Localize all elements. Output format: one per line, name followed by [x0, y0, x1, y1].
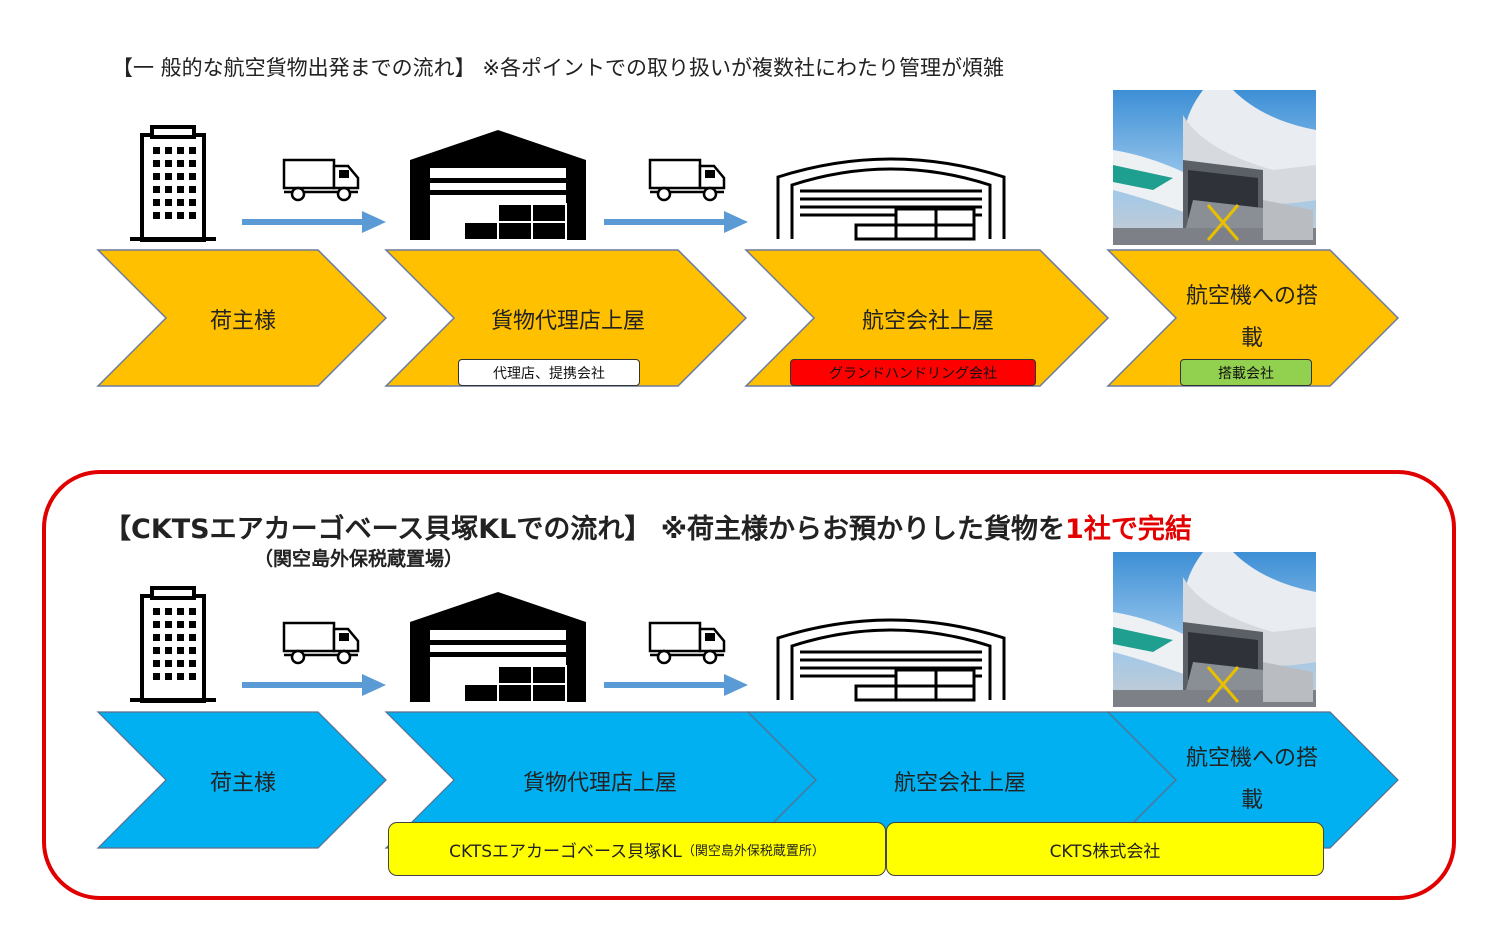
stage-label-shipper: 荷主様 [209, 309, 276, 334]
stage2-label-shipper: 荷主様 [209, 771, 276, 796]
chevron-aircraft [1106, 249, 1400, 387]
tag-loading: 搭載会社 [1180, 359, 1312, 386]
office-building-icon [128, 125, 218, 243]
highlight-frame [42, 470, 1456, 900]
section2-subtitle: （関空島外保税蔵置場） [254, 548, 464, 570]
tag-forwarder: 代理店、提携会社 [458, 359, 640, 386]
delivery-truck-icon [648, 158, 726, 202]
chevron-shipper [96, 249, 388, 387]
stage2-label-aircraft: 航空機への搭載 [1185, 746, 1318, 813]
warehouse-icon [409, 129, 587, 241]
chevron-forwarder [384, 249, 748, 387]
stage2-label-airline: 航空会社上屋 [893, 771, 1026, 796]
cargo-airplane-photo [1111, 88, 1318, 247]
chevron-airline [744, 249, 1110, 387]
chevron2-shipper [96, 711, 387, 849]
section2-title: 【CKTSエアカーゴベース貝塚KLでの流れ】 ※荷主様からお預かりした貨物を1社… [104, 507, 1192, 546]
box-ckts-kaizuka-main: CKTSエアカーゴベース貝塚KL [449, 841, 682, 862]
hangar-icon [776, 157, 1006, 241]
section2-title-highlight: 1社で完結 [1065, 514, 1192, 545]
flow-arrow-icon [604, 674, 748, 696]
section1-title: 【一 般的な航空貨物出発までの流れ】 ※各ポイントでの取り扱いが複数社にわたり管… [112, 56, 1004, 80]
hangar-icon [776, 618, 1006, 702]
flow-arrow-icon [604, 211, 748, 233]
delivery-truck-icon [648, 621, 726, 665]
warehouse-icon [409, 591, 587, 703]
delivery-truck-icon [282, 158, 360, 202]
delivery-truck-icon [282, 621, 360, 665]
stage-label-forwarder: 貨物代理店上屋 [490, 309, 645, 334]
office-building-icon [128, 586, 218, 704]
stage-label-aircraft: 航空機への搭載 [1185, 284, 1318, 351]
flow-arrow-icon [242, 674, 386, 696]
chevron2-aircraft [1106, 711, 1399, 849]
flow-arrow-icon [242, 211, 386, 233]
box-ckts-corp: CKTS株式会社 [886, 822, 1324, 876]
stage-label-airline: 航空会社上屋 [861, 309, 994, 334]
tag-ground-handling: グランドハンドリング会社 [790, 359, 1036, 386]
cargo-airplane-photo [1111, 550, 1318, 709]
stage2-label-forwarder: 貨物代理店上屋 [522, 771, 677, 796]
box-ckts-kaizuka: CKTSエアカーゴベース貝塚KL（関空島外保税蔵置所） [388, 822, 886, 876]
section2-title-main: 【CKTSエアカーゴベース貝塚KLでの流れ】 ※荷主様からお預かりした貨物を [104, 514, 1066, 545]
box-ckts-kaizuka-sub: （関空島外保税蔵置所） [681, 843, 825, 859]
